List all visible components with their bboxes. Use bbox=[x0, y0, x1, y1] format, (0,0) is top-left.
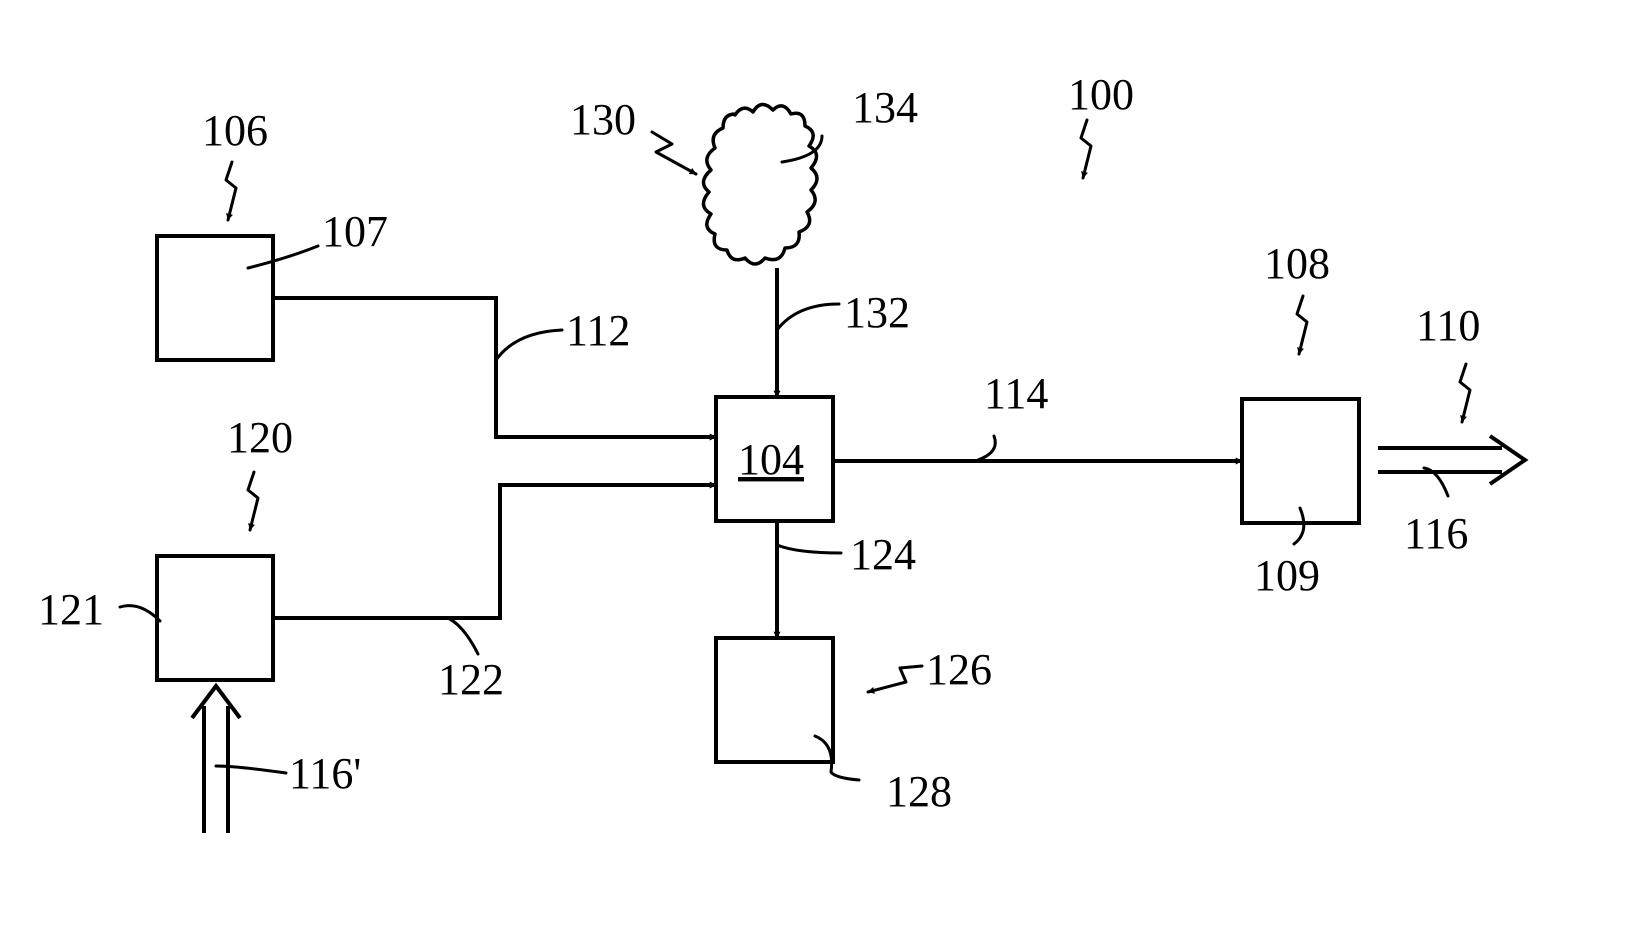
label-132: 132 bbox=[844, 288, 910, 337]
label-106: 106 bbox=[202, 106, 268, 155]
leader-100 bbox=[1081, 120, 1091, 178]
label-110: 110 bbox=[1416, 301, 1480, 350]
leader-114 bbox=[978, 436, 995, 460]
label-122: 122 bbox=[438, 655, 504, 704]
leader-108 bbox=[1297, 296, 1307, 354]
leader-126 bbox=[868, 666, 922, 692]
box-128 bbox=[716, 638, 833, 762]
label-128: 128 bbox=[886, 767, 952, 816]
double-arrow-116-prime bbox=[192, 686, 240, 833]
label-104: 104 bbox=[738, 435, 804, 484]
label-114: 114 bbox=[984, 369, 1048, 418]
leader-112 bbox=[496, 330, 562, 360]
line-122 bbox=[273, 485, 716, 618]
label-112: 112 bbox=[566, 306, 630, 355]
leader-130 bbox=[652, 132, 696, 174]
label-116-prime: 116' bbox=[289, 749, 361, 798]
label-126: 126 bbox=[926, 645, 992, 694]
label-109: 109 bbox=[1254, 551, 1320, 600]
leader-132 bbox=[777, 304, 839, 330]
leader-122 bbox=[448, 618, 478, 654]
box-107 bbox=[157, 236, 273, 360]
leader-106 bbox=[226, 162, 236, 220]
label-124: 124 bbox=[850, 530, 916, 579]
label-134: 134 bbox=[852, 83, 918, 132]
label-108: 108 bbox=[1264, 239, 1330, 288]
label-121: 121 bbox=[38, 585, 104, 634]
label-116: 116 bbox=[1404, 509, 1468, 558]
leader-121 bbox=[120, 606, 160, 621]
box-109 bbox=[1242, 399, 1359, 523]
label-100: 100 bbox=[1068, 70, 1134, 119]
leader-110 bbox=[1460, 364, 1470, 422]
leader-120 bbox=[248, 472, 258, 530]
box-121 bbox=[157, 556, 273, 680]
label-130: 130 bbox=[570, 95, 636, 144]
cloud-134 bbox=[703, 104, 817, 264]
line-112 bbox=[273, 298, 716, 437]
label-107: 107 bbox=[322, 207, 388, 256]
leader-124 bbox=[777, 545, 841, 553]
label-120: 120 bbox=[227, 413, 293, 462]
double-arrow-110 bbox=[1378, 436, 1525, 484]
